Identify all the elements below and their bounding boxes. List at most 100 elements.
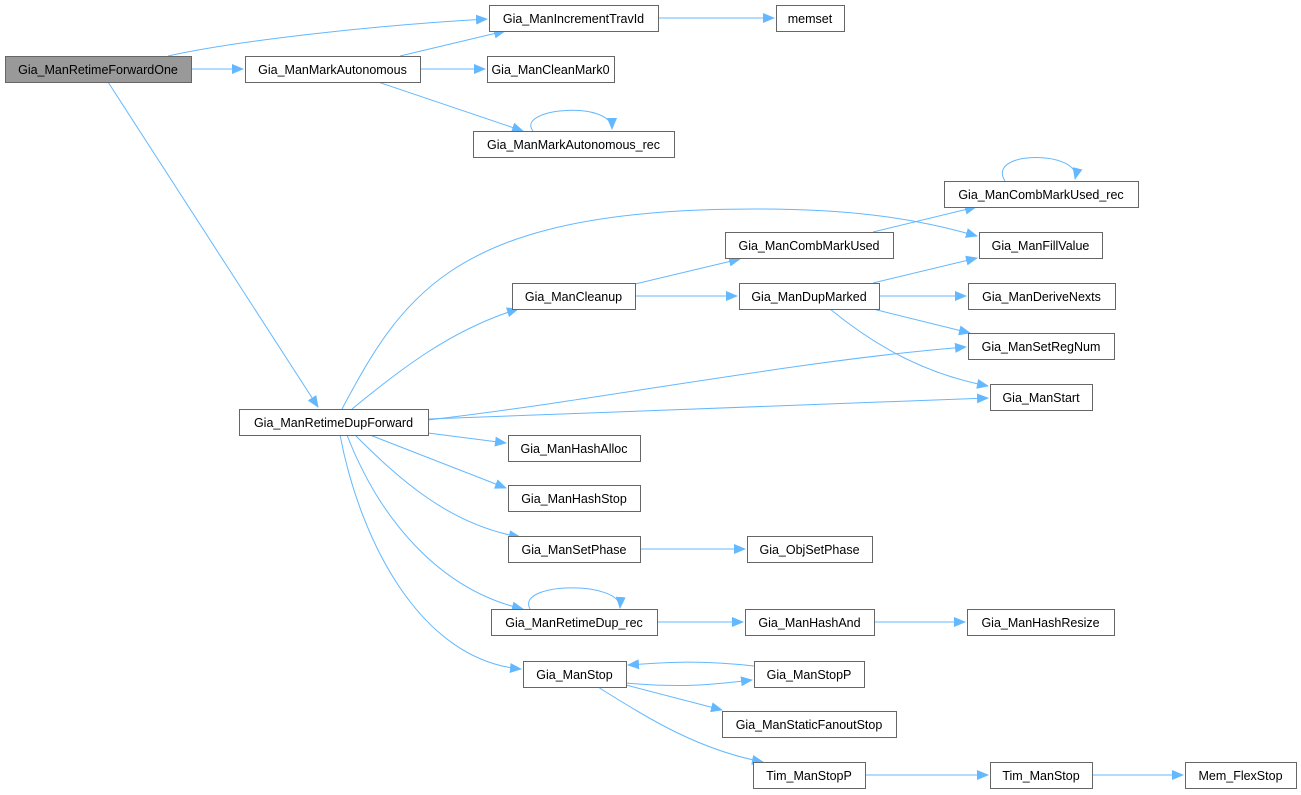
node-box [753, 762, 866, 789]
node-box [512, 283, 636, 310]
node-hashResize[interactable]: Gia_ManHashResize [967, 609, 1115, 636]
node-label: Gia_ManHashAnd [758, 616, 860, 630]
node-box [990, 384, 1093, 411]
node-objSetPhase[interactable]: Gia_ObjSetPhase [747, 536, 873, 563]
node-box [487, 56, 615, 83]
edge-dupMarked-to-fillValue [872, 255, 978, 284]
node-label: Gia_ManFillValue [992, 239, 1090, 253]
edge-dupForward-to-retimeDupRec [346, 434, 524, 612]
node-cleanMark0[interactable]: Gia_ManCleanMark0 [487, 56, 615, 83]
node-box [239, 409, 429, 436]
edge-combRec-to-combRec [1001, 157, 1083, 182]
node-dupForward[interactable]: Gia_ManRetimeDupForward [239, 409, 429, 436]
edge-dupForward-to-cleanup [351, 307, 519, 410]
node-start[interactable]: Gia_ManStart [990, 384, 1093, 411]
node-label: Gia_ManStop [536, 668, 612, 682]
node-label: Gia_ManCleanup [525, 290, 622, 304]
node-label: Gia_ManStopP [767, 668, 852, 682]
node-retimeDupRec[interactable]: Gia_ManRetimeDup_rec [491, 609, 658, 636]
node-label: Gia_ManRetimeDupForward [254, 416, 413, 430]
node-dupMarked[interactable]: Gia_ManDupMarked [739, 283, 880, 310]
node-box [491, 609, 658, 636]
node-label: Tim_ManStopP [766, 769, 852, 783]
node-box [944, 181, 1139, 208]
node-label: Gia_ManHashAlloc [521, 442, 628, 456]
edge-dupForward-to-hashAlloc [427, 432, 507, 447]
edge-manStop-to-stopP [625, 676, 753, 687]
edge-combUsed-to-combRec [872, 204, 977, 233]
node-fillValue[interactable]: Gia_ManFillValue [979, 232, 1103, 259]
node-label: Gia_ManDeriveNexts [982, 290, 1101, 304]
node-label: Gia_ManCleanMark0 [491, 63, 609, 77]
node-hashAlloc[interactable]: Gia_ManHashAlloc [508, 435, 641, 462]
node-box [968, 333, 1115, 360]
node-box [1185, 762, 1297, 789]
node-manStop[interactable]: Gia_ManStop [523, 661, 627, 688]
edge-dupForward-to-fillValue [341, 208, 978, 410]
node-hashStop[interactable]: Gia_ManHashStop [508, 485, 641, 512]
node-box [722, 711, 897, 738]
node-box [523, 661, 627, 688]
node-setRegNum[interactable]: Gia_ManSetRegNum [968, 333, 1115, 360]
node-box [739, 283, 880, 310]
node-box [508, 536, 641, 563]
node-label: Gia_ManStaticFanoutStop [736, 718, 883, 732]
node-box [747, 536, 873, 563]
node-setPhase[interactable]: Gia_ManSetPhase [508, 536, 641, 563]
node-label: Gia_ManCombMarkUsed [738, 239, 879, 253]
node-stopP[interactable]: Gia_ManStopP [754, 661, 865, 688]
node-label: Tim_ManStop [1002, 769, 1079, 783]
node-box [245, 56, 421, 83]
node-timStopP[interactable]: Tim_ManStopP [753, 762, 866, 789]
node-label: Gia_ManMarkAutonomous_rec [487, 138, 660, 152]
edge-dupForward-to-hashStop [369, 434, 507, 489]
edge-retimeDupRec-to-retimeDupRec [528, 587, 626, 610]
node-box [5, 56, 192, 83]
node-cleanup[interactable]: Gia_ManCleanup [512, 283, 636, 310]
node-label: memset [788, 12, 833, 26]
node-label: Gia_ManRetimeDup_rec [505, 616, 643, 630]
node-root[interactable]: Gia_ManRetimeForwardOne [5, 56, 192, 83]
node-label: Gia_ManDupMarked [751, 290, 866, 304]
edge-markAutoRec-to-markAutoRec [530, 109, 617, 132]
edge-dupForward-to-setRegNum [427, 342, 967, 421]
node-timStop[interactable]: Tim_ManStop [990, 762, 1093, 789]
edge-root-to-incr [167, 14, 488, 57]
node-box [508, 485, 641, 512]
edge-root-to-dupForward [107, 81, 319, 408]
node-box [968, 283, 1116, 310]
node-label: Gia_ManHashStop [521, 492, 627, 506]
node-incr[interactable]: Gia_ManIncrementTravId [489, 5, 659, 32]
node-memFlex[interactable]: Mem_FlexStop [1185, 762, 1297, 789]
edge-manStop-to-timStopP [597, 686, 764, 765]
node-staticFanout[interactable]: Gia_ManStaticFanoutStop [722, 711, 897, 738]
node-label: Gia_ManMarkAutonomous [258, 63, 407, 77]
node-label: Gia_ManStart [1002, 391, 1080, 405]
node-box [745, 609, 875, 636]
node-label: Mem_FlexStop [1198, 769, 1282, 783]
node-box [967, 609, 1115, 636]
node-box [979, 232, 1103, 259]
node-markAutoRec[interactable]: Gia_ManMarkAutonomous_rec [473, 131, 675, 158]
node-deriveNexts[interactable]: Gia_ManDeriveNexts [968, 283, 1116, 310]
node-hashAnd[interactable]: Gia_ManHashAnd [745, 609, 875, 636]
node-combRec[interactable]: Gia_ManCombMarkUsed_rec [944, 181, 1139, 208]
edge-dupMarked-to-setRegNum [872, 308, 971, 336]
edge-dupForward-to-setPhase [354, 434, 521, 541]
node-memset[interactable]: memset [776, 5, 845, 32]
node-box [754, 661, 865, 688]
edge-manStop-to-staticFanout [625, 684, 723, 713]
node-box [473, 131, 675, 158]
node-markAuto[interactable]: Gia_ManMarkAutonomous [245, 56, 421, 83]
node-box [508, 435, 641, 462]
edge-dupForward-to-manStop [339, 434, 522, 673]
edge-dupForward-to-start [427, 393, 989, 420]
edge-markAuto-to-markAutoRec [377, 81, 524, 133]
node-label: Gia_ManCombMarkUsed_rec [958, 188, 1123, 202]
node-box [489, 5, 659, 32]
edge-markAuto-to-incr [399, 28, 506, 57]
node-box [990, 762, 1093, 789]
node-box [725, 232, 894, 259]
node-combUsed[interactable]: Gia_ManCombMarkUsed [725, 232, 894, 259]
